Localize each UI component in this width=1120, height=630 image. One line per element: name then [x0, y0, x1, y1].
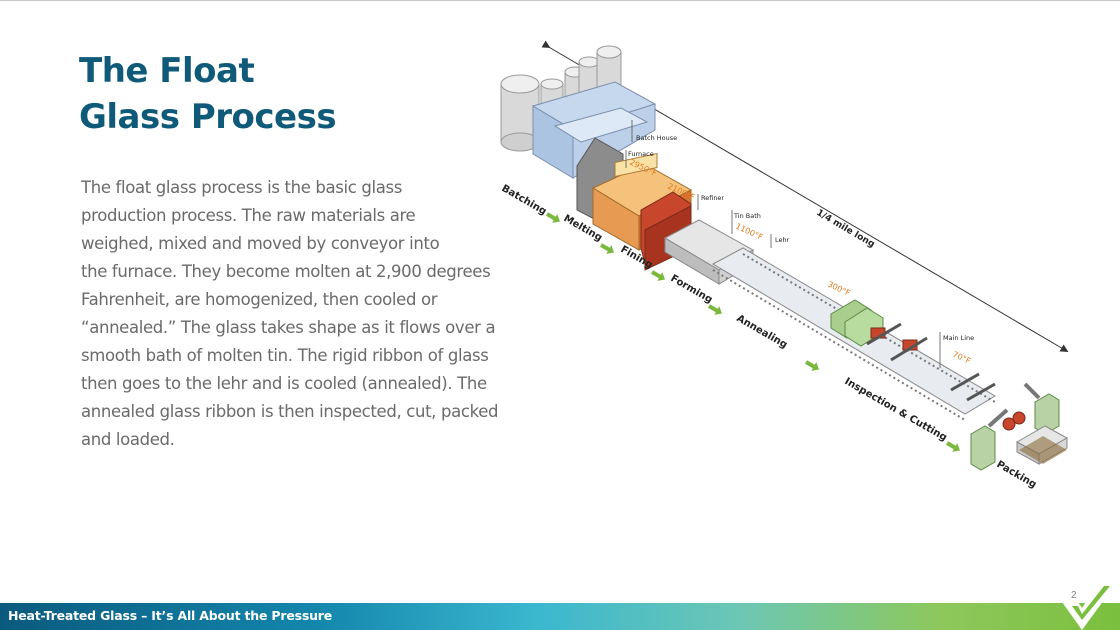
- footer-title: Heat-Treated Glass – It’s All About the …: [8, 608, 333, 623]
- top-divider: [0, 0, 1120, 1]
- page-number: 2: [1071, 590, 1077, 601]
- label-refiner: Refiner: [701, 194, 724, 202]
- stage-label-forming: Forming: [669, 273, 715, 306]
- logo-check-icon: [1062, 578, 1120, 630]
- body-line-7: smooth bath of molten tin. The rigid rib…: [81, 346, 489, 365]
- stage-arrow-2: [600, 243, 614, 254]
- footer-bar: Heat-Treated Glass – It’s All About the …: [0, 603, 1120, 630]
- body-line-1: The float glass process is the basic gla…: [81, 178, 402, 197]
- stage-label-batching: Batching: [500, 183, 549, 217]
- stage-arrow-5: [805, 360, 819, 371]
- stage-arrow-6: [946, 441, 960, 452]
- slide-title-line-2: Glass Process: [79, 97, 337, 137]
- stage-label-annealing: Annealing: [735, 313, 790, 351]
- body-line-4: the furnace. They become molten at 2,900…: [81, 262, 491, 281]
- label-batch-house: Batch House: [636, 134, 677, 142]
- packing-robots: [970, 382, 1069, 471]
- slide-title-line-1: The Float: [79, 51, 255, 91]
- body-line-3: weighed, mixed and moved by conveyor int…: [81, 234, 440, 253]
- slide-body-text: The float glass process is the basic gla…: [81, 174, 531, 454]
- cutting-units: [866, 322, 996, 402]
- label-main-line: Main Line: [943, 334, 974, 342]
- body-line-10: and loaded.: [81, 430, 175, 449]
- label-tin-bath: Tin Bath: [733, 212, 761, 220]
- stage-label-packing: Packing: [995, 459, 1039, 491]
- body-line-5: Fahrenheit, are homogenized, then cooled…: [81, 290, 438, 309]
- body-line-8: then goes to the lehr and is cooled (ann…: [81, 374, 487, 393]
- temp-annealing: 300°F: [826, 280, 852, 298]
- body-line-6: “annealed.” The glass takes shape as it …: [81, 318, 496, 337]
- body-line-2: production process. The raw materials ar…: [81, 206, 416, 225]
- label-lehr: Lehr: [775, 236, 790, 244]
- stage-arrow-3: [651, 270, 665, 281]
- temp-main-line: 70°F: [951, 350, 972, 366]
- component-label-lines: [625, 120, 941, 368]
- label-furnace: Furnace: [628, 150, 654, 158]
- stage-arrow-1: [546, 212, 560, 223]
- stage-arrow-4: [708, 304, 722, 315]
- stage-flow-arrows: [546, 212, 960, 452]
- slide-title: The Float Glass Process: [79, 48, 337, 140]
- temp-tin-bath: 1100°F: [734, 222, 764, 243]
- body-line-9: annealed glass ribbon is then inspected,…: [81, 402, 499, 421]
- length-label: 1/4 mile long: [814, 208, 876, 250]
- float-glass-process-diagram: 1/4 mile long: [500, 40, 1069, 491]
